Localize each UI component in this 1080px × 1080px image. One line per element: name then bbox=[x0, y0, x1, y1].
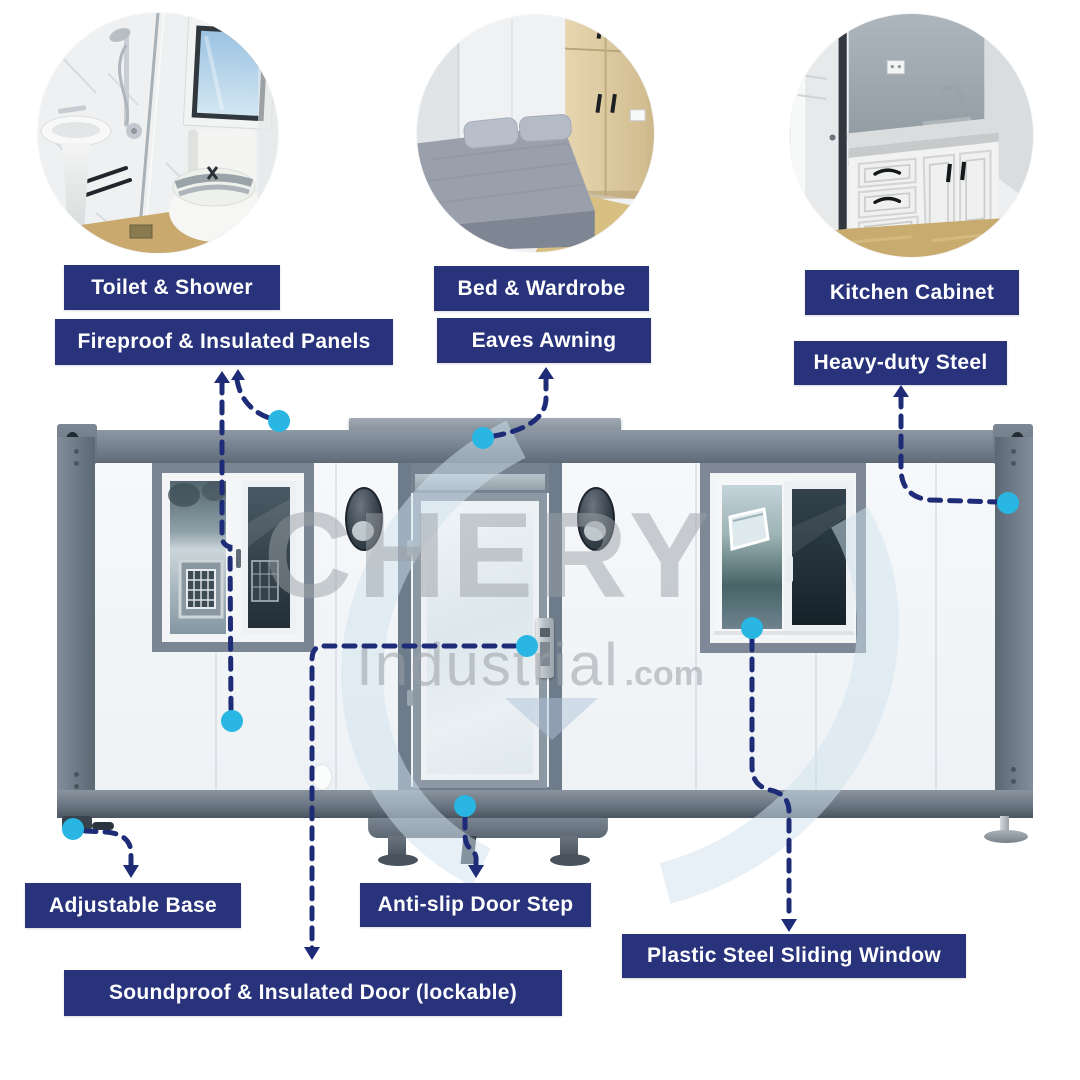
label-anti-slip-step: Anti-slip Door Step bbox=[360, 883, 591, 927]
reflected-house-window bbox=[178, 559, 224, 619]
panel-seam bbox=[695, 462, 697, 790]
adjustable-foot-right-screw bbox=[1000, 816, 1009, 832]
label-heavy-duty-steel: Heavy-duty Steel bbox=[794, 341, 1007, 385]
step-leg-middle bbox=[460, 836, 477, 864]
bedroom-illustration bbox=[417, 15, 654, 252]
adjustable-foot-left-pad bbox=[92, 822, 114, 830]
right-window bbox=[700, 463, 866, 653]
wall-lamp-left bbox=[345, 487, 383, 551]
label-fireproof-panels: Fireproof & Insulated Panels bbox=[55, 319, 393, 365]
adjustable-foot-right-plate bbox=[984, 830, 1028, 843]
corner-post-right bbox=[995, 437, 1033, 818]
bed bbox=[417, 114, 595, 252]
wall-lamp-right bbox=[577, 487, 615, 551]
label-toilet-shower: Toilet & Shower bbox=[64, 265, 280, 310]
left-window bbox=[152, 463, 314, 652]
door-handle-lock bbox=[536, 618, 554, 678]
base-rail bbox=[57, 790, 1033, 818]
door-hinge bbox=[407, 690, 413, 706]
label-bed-wardrobe: Bed & Wardrobe bbox=[434, 266, 649, 311]
label-adjustable-base: Adjustable Base bbox=[25, 883, 241, 928]
bathroom-illustration bbox=[38, 13, 278, 253]
pipe-hole-cover bbox=[313, 765, 331, 789]
kitchen-cabinet-photo bbox=[790, 14, 1033, 257]
panel-seam bbox=[335, 462, 337, 790]
step-foot-right-plate bbox=[550, 854, 590, 866]
bed-wardrobe-photo bbox=[417, 15, 654, 252]
door-glass-panel bbox=[427, 507, 533, 774]
corner-post-left bbox=[57, 437, 95, 818]
door-hinge bbox=[407, 540, 413, 556]
transom-glass bbox=[415, 474, 545, 490]
shower-set bbox=[109, 28, 142, 139]
pedestal-sink bbox=[40, 105, 112, 229]
label-kitchen-cabinet: Kitchen Cabinet bbox=[805, 270, 1019, 315]
label-sliding-window: Plastic Steel Sliding Window bbox=[622, 934, 966, 978]
adjustable-foot-left bbox=[62, 816, 92, 830]
panel-seam bbox=[935, 462, 937, 790]
door-leaf bbox=[413, 493, 547, 788]
step-foot-left-plate bbox=[378, 854, 418, 866]
label-eaves-awning: Eaves Awning bbox=[437, 318, 651, 363]
toilet-shower-photo bbox=[38, 13, 278, 253]
kitchen-illustration bbox=[790, 14, 1033, 257]
label-soundproof-door: Soundproof & Insulated Door (lockable) bbox=[64, 970, 562, 1016]
roof-rail bbox=[57, 430, 1033, 463]
